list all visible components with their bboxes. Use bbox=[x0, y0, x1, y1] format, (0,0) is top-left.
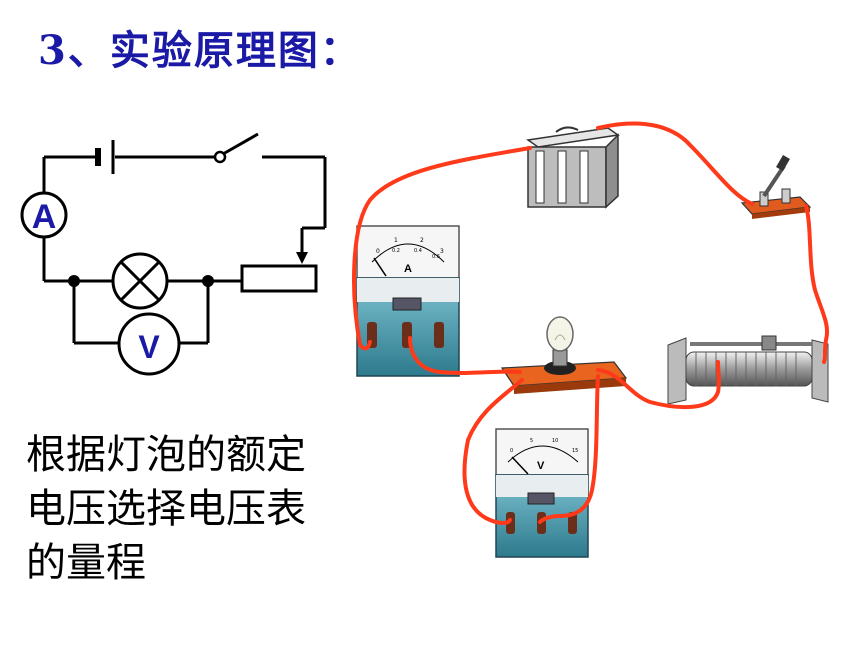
svg-text:V: V bbox=[537, 460, 545, 472]
svg-text:3: 3 bbox=[440, 248, 444, 255]
svg-text:2: 2 bbox=[420, 237, 424, 244]
svg-text:0.6: 0.6 bbox=[432, 254, 440, 260]
battery-box bbox=[526, 126, 620, 209]
svg-text:0: 0 bbox=[376, 248, 380, 255]
note-line-2: 电压选择电压表 bbox=[26, 486, 306, 532]
rheostat-slider-arrow bbox=[296, 252, 308, 264]
lamp-symbol bbox=[111, 252, 169, 310]
svg-text:10: 10 bbox=[552, 438, 558, 444]
voltmeter-symbol: V bbox=[117, 312, 181, 376]
voltmeter-device: 0 5 10 15 V bbox=[495, 428, 589, 558]
svg-text:A: A bbox=[404, 263, 412, 275]
ammeter-symbol: A bbox=[20, 191, 68, 239]
rheostat-symbol bbox=[240, 264, 318, 293]
svg-text:0.2: 0.2 bbox=[392, 248, 400, 254]
knife-switch bbox=[740, 154, 812, 219]
junction-dot-right bbox=[202, 275, 214, 287]
svg-text:V: V bbox=[138, 329, 160, 365]
svg-text:15: 15 bbox=[572, 448, 578, 454]
svg-text:A: A bbox=[32, 198, 57, 236]
svg-text:5: 5 bbox=[530, 438, 533, 444]
sliding-rheostat bbox=[667, 335, 829, 405]
instruction-note: 根据灯泡的额定 电压选择电压表 的量程 bbox=[26, 428, 366, 590]
svg-text:0: 0 bbox=[510, 448, 513, 454]
junction-dot-left bbox=[68, 275, 80, 287]
note-line-1: 根据灯泡的额定 bbox=[26, 432, 306, 478]
svg-text:0.4: 0.4 bbox=[414, 248, 422, 254]
slide-title: 3、实验原理图： bbox=[38, 27, 362, 74]
switch-symbol bbox=[213, 132, 259, 164]
ammeter-device: 0 1 2 3 0.2 0.4 0.6 A bbox=[356, 225, 460, 377]
note-line-3: 的量程 bbox=[26, 540, 146, 586]
connection-wires bbox=[352, 121, 829, 525]
svg-text:1: 1 bbox=[394, 237, 398, 244]
